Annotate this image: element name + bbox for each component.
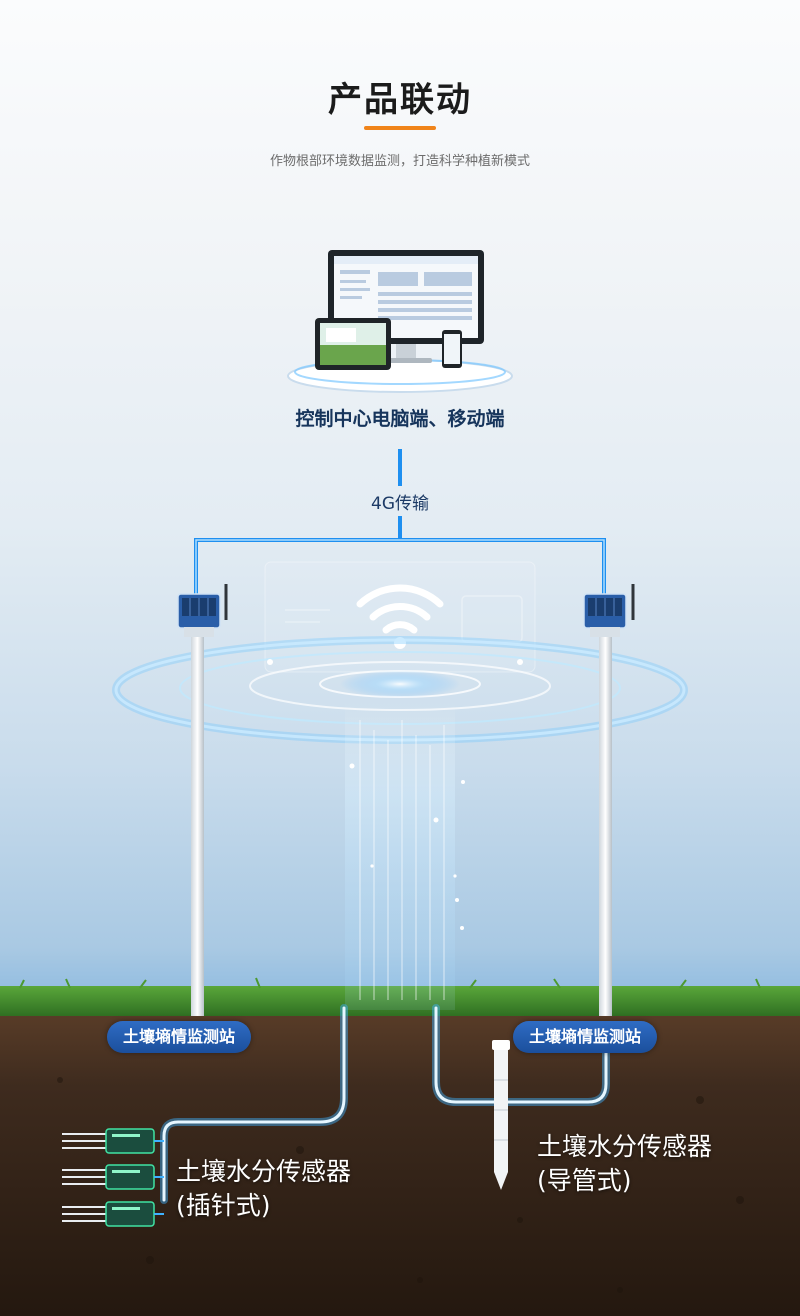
grass-blades	[19, 977, 761, 989]
probe-sensor-icon	[62, 1128, 164, 1227]
page-title: 产品联动	[328, 80, 472, 120]
tube-sensor-name: 土壤水分传感器	[537, 1132, 713, 1161]
monitoring-station-right	[583, 584, 635, 1016]
probe-sensor-name: 土壤水分传感器	[176, 1157, 352, 1186]
tube-sensor-type: (导管式)	[537, 1166, 632, 1195]
tube-sensor-label: 土壤水分传感器 (导管式)	[537, 1130, 712, 1198]
soil-ground	[0, 1010, 800, 1316]
sparkles	[267, 659, 523, 930]
station-badge-left: 土壤墒情监测站	[107, 1021, 252, 1053]
tube-sensor-icon	[492, 1040, 510, 1190]
light-beam	[345, 700, 455, 1010]
title-underline	[364, 126, 436, 130]
monitoring-station-left	[177, 584, 228, 1016]
phone-icon	[442, 330, 462, 368]
probe-sensor-type: (插针式)	[176, 1191, 271, 1220]
tablet-icon	[315, 318, 391, 370]
wifi-icon	[356, 584, 444, 634]
page-subtitle: 作物根部环境数据监测，打造科学种植新模式	[269, 154, 530, 169]
station-badge-right: 土壤墒情监测站	[513, 1021, 658, 1053]
probe-sensor-label: 土壤水分传感器 (插针式)	[176, 1155, 351, 1223]
underground-cables	[160, 1004, 610, 1204]
platform-caption: 控制中心电脑端、移动端	[295, 408, 505, 430]
transmission-label: 4G传输	[371, 494, 429, 514]
soil-texture	[57, 1077, 744, 1293]
